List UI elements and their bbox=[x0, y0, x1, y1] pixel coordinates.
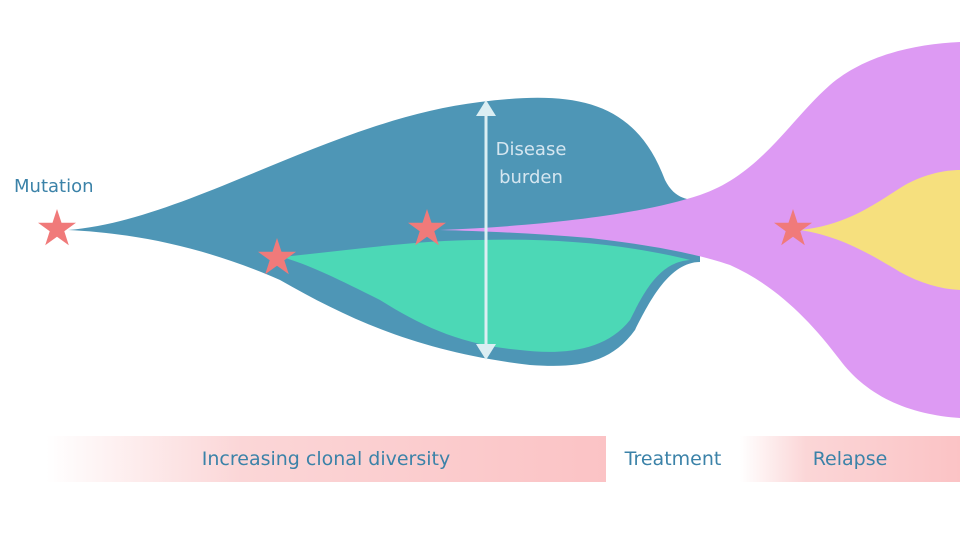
phase-band-treatment: Treatment bbox=[606, 436, 740, 482]
star-icon bbox=[38, 209, 76, 246]
phase-band-diversity: Increasing clonal diversity bbox=[46, 436, 606, 482]
purple-subclone-shape bbox=[440, 42, 960, 418]
mutation-label: Mutation bbox=[14, 176, 94, 197]
double-arrow-icon bbox=[476, 100, 496, 360]
disease-burden-line-1: Disease bbox=[495, 139, 567, 160]
disease-burden-line-2: burden bbox=[499, 167, 563, 188]
phase-label-diversity: Increasing clonal diversity bbox=[201, 448, 451, 470]
star-icon bbox=[258, 238, 296, 275]
disease-burden-label: Disease burden bbox=[488, 136, 574, 192]
phase-label-treatment: Treatment bbox=[624, 448, 722, 470]
star-icon bbox=[408, 209, 446, 246]
phase-label-relapse: Relapse bbox=[812, 448, 888, 470]
star-icon bbox=[774, 209, 812, 246]
phase-band-relapse: Relapse bbox=[740, 436, 960, 482]
yellow-subclone-shape bbox=[800, 170, 960, 290]
